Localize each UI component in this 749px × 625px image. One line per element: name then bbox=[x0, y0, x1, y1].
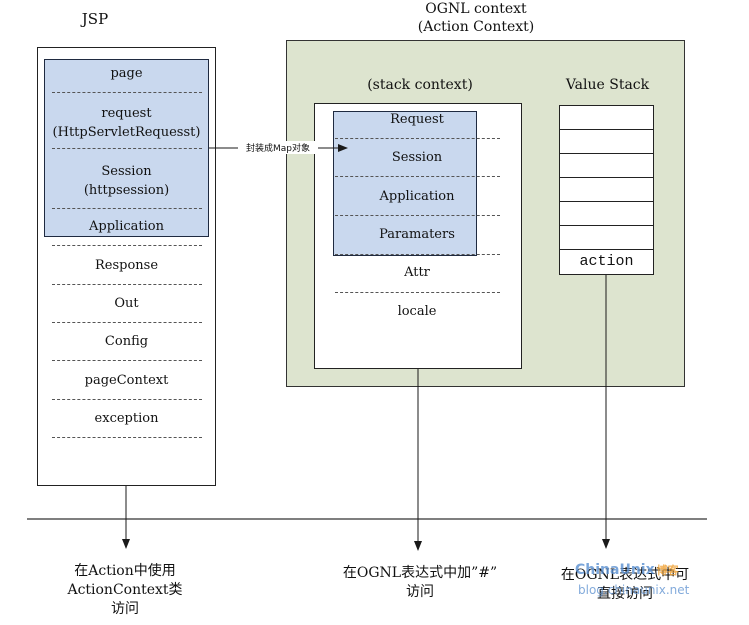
jsp-title: JSP bbox=[81, 10, 109, 28]
jsp-item-page: page bbox=[110, 66, 143, 81]
jsp-item-application: Application bbox=[89, 219, 164, 234]
value-stack-cell bbox=[559, 153, 654, 178]
stack-divider bbox=[335, 292, 500, 293]
caption-ognl-hash: 在OGNL表达式中加”#” 访问 bbox=[342, 565, 498, 600]
jsp-item-session: Session (httpsession) bbox=[83, 164, 170, 198]
stack-item-request: Request bbox=[390, 112, 444, 127]
jsp-item-pagecontext: pageContext bbox=[84, 373, 169, 388]
jsp-divider bbox=[52, 360, 202, 361]
stack-item-attr: Attr bbox=[404, 265, 430, 280]
stack-request-scope-highlight bbox=[333, 111, 477, 256]
value-stack-action-cell bbox=[559, 249, 654, 275]
value-stack-cell bbox=[559, 225, 654, 250]
jsp-divider bbox=[52, 245, 202, 246]
jsp-divider bbox=[52, 284, 202, 285]
jsp-divider bbox=[52, 92, 202, 93]
stack-item-paramaters: Paramaters bbox=[379, 227, 455, 242]
jsp-item-config: Config bbox=[104, 334, 149, 349]
jsp-divider bbox=[52, 437, 202, 438]
jsp-divider bbox=[52, 399, 202, 400]
stack-divider bbox=[335, 215, 500, 216]
value-stack-title: Value Stack bbox=[565, 77, 650, 93]
watermark-logo-suffix: 博客 bbox=[656, 564, 679, 577]
stack-divider bbox=[335, 254, 500, 255]
stack-divider bbox=[335, 138, 500, 139]
value-stack-action-label: action bbox=[579, 253, 634, 270]
stack-context-title: (stack context) bbox=[367, 77, 473, 93]
jsp-divider bbox=[52, 208, 202, 209]
ognl-subtitle: (Action Context) bbox=[417, 19, 535, 35]
chinaunix-watermark-url: blog.chinaunix.net bbox=[578, 583, 690, 597]
jsp-divider bbox=[52, 322, 202, 323]
stack-item-locale: locale bbox=[397, 304, 437, 319]
stack-item-application: Application bbox=[379, 189, 455, 204]
jsp-item-out: Out bbox=[114, 296, 139, 311]
caption-direct-access: 在OGNL表达式中可 直接访问 bbox=[560, 567, 690, 602]
arrow-label: 封装成Map对象 bbox=[238, 141, 318, 154]
stack-divider bbox=[335, 176, 500, 177]
jsp-item-request: request (HttpServletRequesst) bbox=[52, 106, 201, 140]
stack-item-session: Session bbox=[391, 150, 443, 165]
jsp-divider bbox=[52, 148, 202, 149]
value-stack-cell bbox=[559, 105, 654, 130]
caption-actioncontext: 在Action中使用 ActionContext类 访问 bbox=[67, 563, 183, 617]
ognl-title: OGNL context bbox=[425, 1, 527, 17]
jsp-item-response: Response bbox=[94, 258, 159, 273]
jsp-item-exception: exception bbox=[94, 411, 159, 426]
watermark-logo-text: ChinaUnix bbox=[575, 562, 655, 578]
value-stack-cell bbox=[559, 177, 654, 202]
